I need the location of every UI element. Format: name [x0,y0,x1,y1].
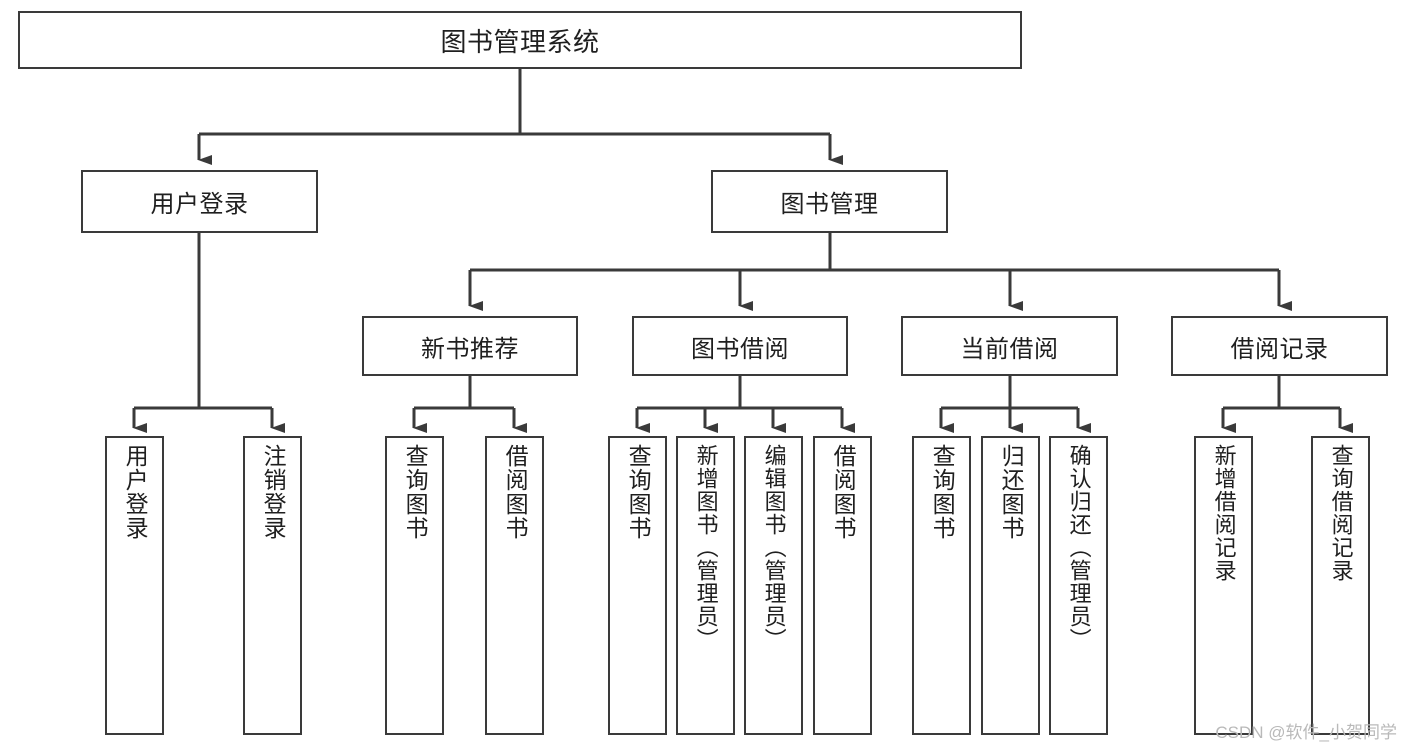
node-leaf-user-login[interactable]: 用户登录 [105,436,164,735]
node-label: 查询图书 [929,444,956,540]
node-leaf-add-book[interactable]: 新增图书（管理员） [676,436,735,735]
node-leaf-confirm-return[interactable]: 确认归还（管理员） [1049,436,1108,735]
node-leaf-query-book-recommend[interactable]: 查询图书 [385,436,444,735]
node-leaf-return-book[interactable]: 归还图书 [981,436,1040,735]
node-label: 用户登录 [150,191,249,218]
node-leaf-query-book-current[interactable]: 查询图书 [912,436,971,735]
node-label: 借阅图书 [830,444,857,540]
node-book-management[interactable]: 图书管理 [711,170,948,233]
node-leaf-add-borrow-record[interactable]: 新增借阅记录 [1194,436,1253,735]
node-label: 图书借阅 [691,335,789,363]
node-label: 查询借阅记录 [1328,444,1354,582]
node-label: 新增借阅记录 [1211,444,1237,582]
node-label: 编辑图书（管理员） [761,444,787,651]
node-label: 图书管理系统 [440,26,600,57]
node-label: 借阅图书 [502,444,529,540]
node-label: 确认归还（管理员） [1066,444,1092,651]
node-leaf-borrow-book-recommend[interactable]: 借阅图书 [485,436,544,735]
node-book-borrow[interactable]: 图书借阅 [632,316,848,376]
node-label: 注销登录 [260,444,287,540]
node-label: 查询图书 [625,444,652,540]
watermark-csdn: CSDN @软件_小贺同学 [1215,723,1397,742]
node-current-borrow[interactable]: 当前借阅 [901,316,1118,376]
node-label: 用户登录 [122,444,149,540]
node-label: 新增图书（管理员） [693,444,719,651]
node-leaf-logout-login[interactable]: 注销登录 [243,436,302,735]
node-leaf-query-book-borrow[interactable]: 查询图书 [608,436,667,735]
node-label: 查询图书 [402,444,429,540]
node-label: 新书推荐 [421,335,519,363]
node-user-login[interactable]: 用户登录 [81,170,318,233]
node-leaf-query-borrow-record[interactable]: 查询借阅记录 [1311,436,1370,735]
node-leaf-edit-book[interactable]: 编辑图书（管理员） [744,436,803,735]
node-label: 当前借阅 [960,335,1059,363]
node-label: 归还图书 [998,444,1025,540]
node-borrow-record[interactable]: 借阅记录 [1171,316,1388,376]
node-leaf-borrow-book[interactable]: 借阅图书 [813,436,872,735]
node-label: 借阅记录 [1230,335,1329,363]
node-new-book-recommend[interactable]: 新书推荐 [362,316,578,376]
node-label: 图书管理 [780,191,879,218]
node-root-book-management-system[interactable]: 图书管理系统 [18,11,1022,69]
